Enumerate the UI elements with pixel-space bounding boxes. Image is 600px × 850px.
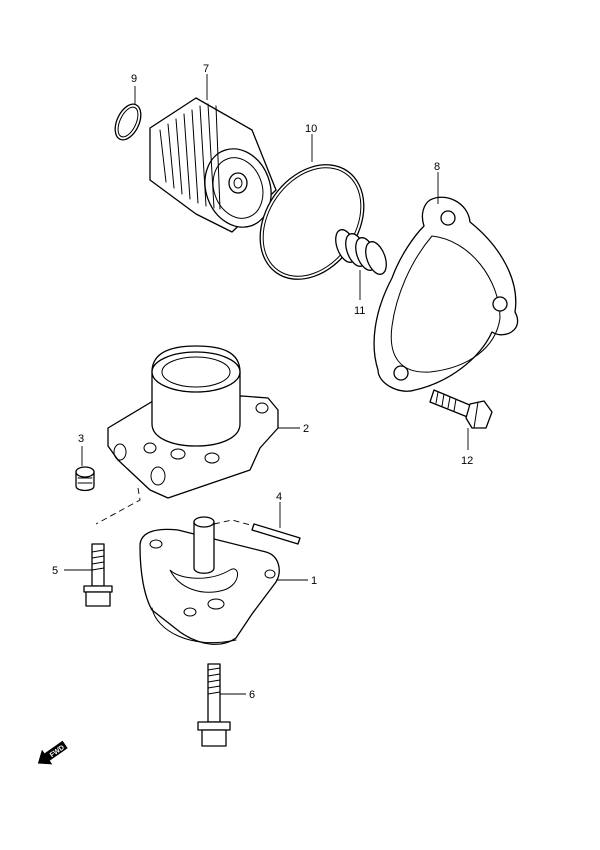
callout-3: 3 bbox=[78, 433, 84, 445]
part-6-bolt bbox=[197, 663, 231, 747]
part-8-filter-cover bbox=[373, 196, 519, 392]
callout-2: 2 bbox=[303, 423, 309, 435]
part-5-bolt bbox=[83, 543, 113, 607]
callout-4: 4 bbox=[276, 491, 282, 503]
alignment-line-pin bbox=[213, 519, 255, 527]
callout-8: 8 bbox=[434, 161, 440, 173]
callout-12: 12 bbox=[461, 455, 473, 467]
leader-lines bbox=[64, 74, 469, 695]
alignment-line-housing bbox=[95, 487, 141, 525]
part-2-filter-housing bbox=[107, 345, 279, 499]
part-1-oil-pump bbox=[139, 516, 280, 645]
forward-arrow-icon: FWD bbox=[37, 740, 68, 765]
part-4-pin bbox=[251, 523, 301, 545]
callout-1: 1 bbox=[311, 575, 317, 587]
callout-7: 7 bbox=[203, 63, 209, 75]
callout-5: 5 bbox=[52, 565, 58, 577]
fwd-label: FWD bbox=[49, 744, 66, 759]
part-7-oil-filter bbox=[149, 97, 277, 233]
callout-10: 10 bbox=[305, 123, 317, 135]
callout-6: 6 bbox=[249, 689, 255, 701]
part-9-o-ring bbox=[114, 103, 142, 141]
part-12-bolt bbox=[429, 389, 493, 429]
callout-9: 9 bbox=[131, 73, 137, 85]
part-3-plug bbox=[75, 466, 95, 492]
part-11-spring bbox=[335, 229, 387, 275]
callout-11: 11 bbox=[354, 305, 365, 317]
